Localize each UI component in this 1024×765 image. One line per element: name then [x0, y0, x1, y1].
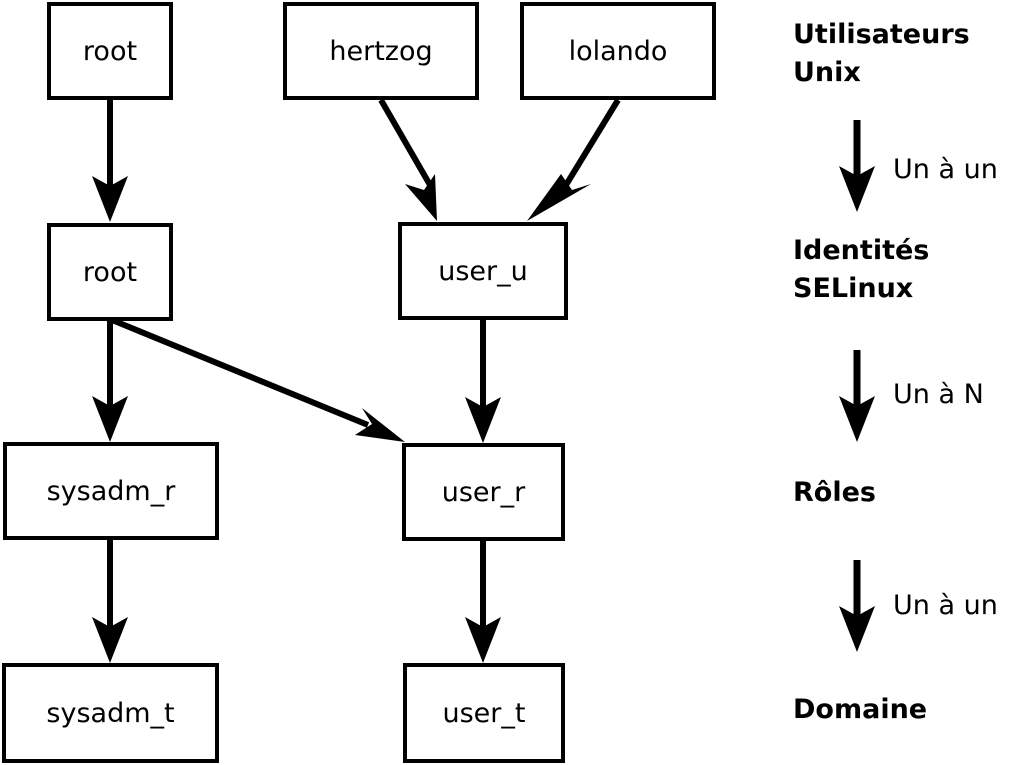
- node-label: lolando: [568, 35, 668, 67]
- legend-relation-label-one-to-one-top: Un à un: [893, 154, 998, 185]
- node-role-user-r[interactable]: user_r: [402, 443, 565, 541]
- node-label: sysadm_r: [46, 475, 176, 507]
- edge-ident-root-to-user-r: [110, 317, 405, 442]
- legend-level-roles: Rôles: [793, 477, 876, 508]
- legend-level-selinux-identities: Identités SELinux: [793, 235, 930, 304]
- node-unix-root[interactable]: root: [47, 2, 173, 100]
- legend-relation-label-one-to-n: Un à N: [893, 379, 984, 410]
- legend-relation-label-one-to-one-bottom: Un à un: [893, 590, 998, 621]
- edge-unix-root-to-ident-root: [92, 100, 128, 222]
- node-label: hertzog: [329, 35, 433, 67]
- node-label: user_u: [438, 255, 528, 287]
- edge-hertzog-to-user-u: [378, 98, 437, 221]
- node-label: sysadm_t: [46, 697, 175, 729]
- legend-arrow-one-to-one-top: [839, 120, 875, 212]
- node-domain-sysadm-t[interactable]: sysadm_t: [2, 663, 219, 763]
- legend-arrow-one-to-n: [839, 350, 875, 442]
- legend-level-domain: Domaine: [793, 694, 928, 725]
- node-unix-lolando[interactable]: lolando: [520, 2, 716, 100]
- node-identity-root[interactable]: root: [47, 223, 173, 321]
- node-label: user_r: [441, 476, 526, 508]
- node-unix-hertzog[interactable]: hertzog: [283, 2, 479, 100]
- node-label: user_t: [442, 697, 526, 729]
- legend-arrow-one-to-one-bottom: [839, 560, 875, 652]
- node-identity-user-u[interactable]: user_u: [398, 222, 568, 320]
- node-domain-user-t[interactable]: user_t: [403, 663, 565, 763]
- edge-user-r-to-user-t: [465, 541, 501, 663]
- edge-user-u-to-user-r: [465, 320, 501, 443]
- edge-lolando-to-user-u: [527, 98, 621, 221]
- edge-sysadm-r-to-sysadm-t: [92, 540, 128, 663]
- node-role-sysadm-r[interactable]: sysadm_r: [3, 442, 219, 540]
- edge-ident-root-to-sysadm-r: [92, 321, 128, 442]
- legend-level-unix-users: Utilisateurs Unix: [793, 19, 970, 88]
- node-label: root: [82, 256, 138, 288]
- node-label: root: [82, 35, 138, 67]
